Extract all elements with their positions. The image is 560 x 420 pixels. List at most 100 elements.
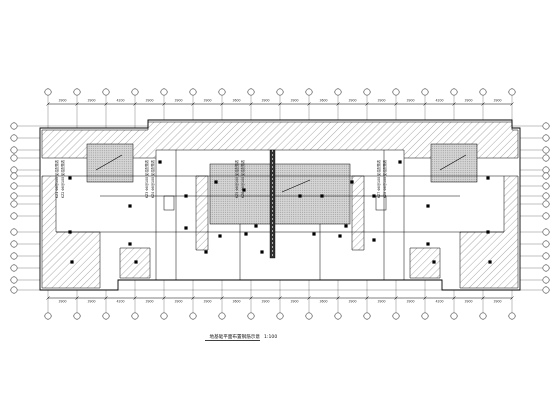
axis-bubble-left bbox=[10, 166, 18, 174]
axis-bubble-top bbox=[218, 88, 226, 96]
column-marker bbox=[184, 226, 188, 230]
axis-bubble-right bbox=[542, 182, 550, 190]
axis-bubble-right bbox=[542, 276, 550, 284]
dimension-label: 3900 bbox=[174, 300, 182, 304]
axis-bubble-top bbox=[276, 88, 284, 96]
dimension-label: 4200 bbox=[435, 99, 443, 103]
column-marker bbox=[398, 160, 402, 164]
column-marker bbox=[254, 224, 258, 228]
column-marker bbox=[218, 234, 222, 238]
column-marker bbox=[486, 230, 490, 234]
column-marker bbox=[204, 250, 208, 254]
axis-bubble-bottom bbox=[392, 312, 400, 320]
column-marker bbox=[426, 242, 430, 246]
axis-bubble-right bbox=[542, 146, 550, 154]
column-marker bbox=[320, 194, 324, 198]
axis-bubble-top bbox=[450, 88, 458, 96]
dimension-label: 3900 bbox=[377, 300, 385, 304]
axis-bubble-top bbox=[508, 88, 516, 96]
axis-bubble-right bbox=[542, 200, 550, 208]
dimension-label: 3900 bbox=[87, 300, 95, 304]
axis-bubble-right bbox=[542, 166, 550, 174]
dimension-label: 3900 bbox=[58, 300, 66, 304]
column-marker bbox=[68, 230, 72, 234]
axis-bubble-left bbox=[10, 200, 18, 208]
axis-bubble-top bbox=[479, 88, 487, 96]
axis-bubble-left bbox=[10, 192, 18, 200]
axis-bubble-bottom bbox=[247, 312, 255, 320]
axis-bubble-right bbox=[542, 240, 550, 248]
axis-bubble-left bbox=[10, 122, 18, 130]
axis-bubble-top bbox=[305, 88, 313, 96]
dimension-label: 3900 bbox=[464, 99, 472, 103]
axis-bubble-right bbox=[542, 212, 550, 220]
column-marker bbox=[426, 204, 430, 208]
dimension-label: 3900 bbox=[348, 300, 356, 304]
axis-bubble-bottom bbox=[218, 312, 226, 320]
dimension-label: 3900 bbox=[406, 300, 414, 304]
dimension-label: 3900 bbox=[348, 99, 356, 103]
axis-bubble-left bbox=[10, 240, 18, 248]
axis-bubble-left bbox=[10, 212, 18, 220]
axis-bubble-bottom bbox=[334, 312, 342, 320]
axis-bubble-right bbox=[542, 252, 550, 260]
dimension-label: 3900 bbox=[493, 99, 501, 103]
interior-walls bbox=[56, 150, 504, 280]
column-marker bbox=[70, 260, 74, 264]
reinforcement-label: KZ8 Φ8@100 见柱配筋表 bbox=[382, 159, 387, 198]
leader-lines bbox=[95, 154, 467, 193]
axis-bubble-bottom bbox=[305, 312, 313, 320]
column-marker bbox=[486, 176, 490, 180]
axis-bubble-top bbox=[189, 88, 197, 96]
axis-bubble-top bbox=[421, 88, 429, 96]
axis-bubble-bottom bbox=[189, 312, 197, 320]
column-marker bbox=[298, 194, 302, 198]
column-markers bbox=[68, 160, 492, 264]
drawing-title: 地基础平面布置钢筋示意 bbox=[209, 333, 260, 340]
reinforcement-label: KZ7 Φ8@100 见柱配筋表 bbox=[376, 159, 381, 198]
axis-bubble-left bbox=[10, 264, 18, 272]
column-marker bbox=[260, 250, 264, 254]
axis-bubble-right bbox=[542, 192, 550, 200]
dimension-label: 3600 bbox=[319, 300, 327, 304]
axis-bubble-top bbox=[73, 88, 81, 96]
dimension-label: 3900 bbox=[464, 300, 472, 304]
dimension-label: 3900 bbox=[261, 99, 269, 103]
dimension-label: 3900 bbox=[87, 99, 95, 103]
dimension-label: 3600 bbox=[232, 99, 240, 103]
column-marker bbox=[312, 232, 316, 236]
axis-bubble-top bbox=[160, 88, 168, 96]
axis-bubble-left bbox=[10, 172, 18, 180]
axis-grid-bubbles bbox=[10, 88, 550, 320]
dimension-label: 3900 bbox=[58, 99, 66, 103]
column-marker bbox=[372, 194, 376, 198]
reinforcement-label: KZ6 Φ8@100 见柱配筋表 bbox=[240, 159, 245, 198]
column-marker bbox=[432, 260, 436, 264]
column-marker bbox=[158, 160, 162, 164]
column-marker bbox=[338, 234, 342, 238]
dimension-label: 3900 bbox=[203, 99, 211, 103]
axis-bubble-bottom bbox=[276, 312, 284, 320]
axis-bubble-bottom bbox=[73, 312, 81, 320]
column-marker bbox=[214, 180, 218, 184]
dimension-label: 3600 bbox=[319, 99, 327, 103]
dimension-label: 3900 bbox=[203, 300, 211, 304]
axis-bubble-right bbox=[542, 172, 550, 180]
axis-bubble-left bbox=[10, 252, 18, 260]
dimension-label: 3900 bbox=[290, 99, 298, 103]
axis-bubble-bottom bbox=[363, 312, 371, 320]
column-marker bbox=[244, 232, 248, 236]
dimension-label: 3900 bbox=[493, 300, 501, 304]
dimension-label: 3600 bbox=[232, 300, 240, 304]
column-marker bbox=[128, 242, 132, 246]
axis-bubble-bottom bbox=[450, 312, 458, 320]
reinforcement-label: KZ4 Φ8@100 见柱配筋表 bbox=[150, 159, 155, 198]
axis-bubble-right bbox=[542, 154, 550, 162]
axis-bubble-bottom bbox=[160, 312, 168, 320]
axis-bubble-right bbox=[542, 134, 550, 142]
dimension-label: 3900 bbox=[261, 300, 269, 304]
column-marker bbox=[488, 260, 492, 264]
axis-bubble-left bbox=[10, 228, 18, 236]
axis-bubble-top bbox=[334, 88, 342, 96]
